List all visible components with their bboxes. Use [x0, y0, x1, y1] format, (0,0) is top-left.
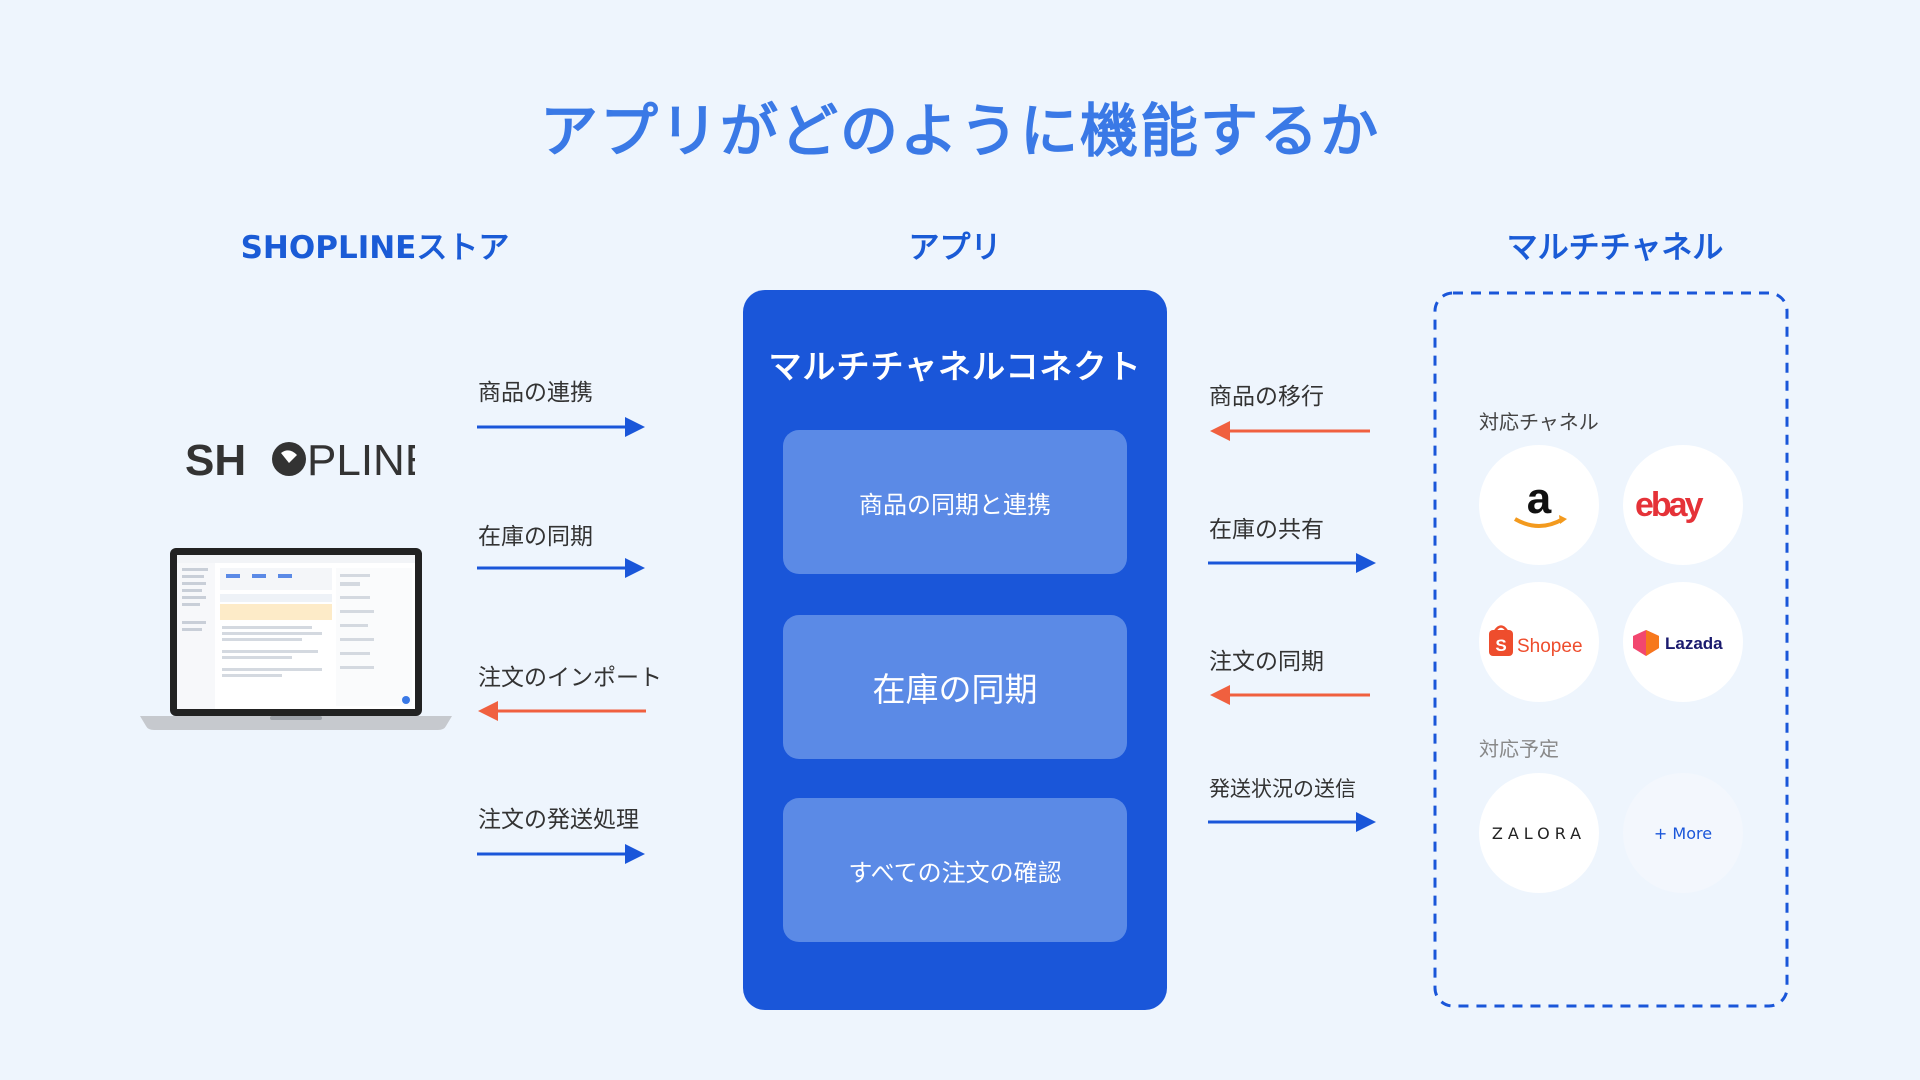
multichannel-column-heading: マルチチャネル [1506, 230, 1724, 266]
svg-text:Lazada: Lazada [1665, 634, 1723, 653]
arrow-right-blue-1 [477, 412, 647, 442]
arrow-right-blue-4 [1208, 548, 1378, 578]
flow-label-shipping-status: 発送状況の送信 [1209, 777, 1356, 801]
feature-box-order-review: すべての注文の確認 [783, 798, 1127, 942]
ebay-logo-icon: ebay [1623, 445, 1743, 565]
flow-label-inventory-sync: 在庫の同期 [478, 524, 593, 550]
arrow-right-blue-3 [477, 839, 647, 869]
shopline-logo-text-right: PLINE [307, 436, 415, 483]
svg-text:S: S [1495, 636, 1506, 655]
feature-box-product-sync: 商品の同期と連携 [783, 430, 1127, 574]
supported-channels-label: 対応チャネル [1479, 410, 1599, 434]
app-column-heading: アプリ [908, 230, 1002, 266]
svg-text:a: a [1527, 475, 1552, 523]
svg-text:ebay: ebay [1635, 486, 1704, 524]
app-panel-title: マルチチャネルコネクト [768, 347, 1142, 386]
shopline-logo: SH PLINE [185, 433, 415, 483]
zalora-logo-text: ZALORA [1491, 823, 1587, 843]
flow-label-order-shipping: 注文の発送処理 [478, 807, 639, 833]
planned-channels-label: 対応予定 [1479, 737, 1559, 761]
arrow-right-blue-2 [477, 553, 647, 583]
channels-dashed-box [1433, 291, 1789, 1008]
feature-box-inventory-sync: 在庫の同期 [783, 615, 1127, 759]
more-channels-icon: + More [1623, 773, 1743, 893]
arrow-left-orange-2 [1208, 416, 1378, 446]
zalora-logo-icon: ZALORA [1479, 773, 1599, 893]
laptop-screenshot [140, 546, 452, 731]
flow-label-order-import: 注文のインポート [478, 665, 662, 691]
svg-text:Shopee: Shopee [1517, 636, 1583, 657]
arrow-left-orange-3 [1208, 680, 1378, 710]
shopline-logo-bird-icon [281, 450, 297, 463]
flow-label-inventory-share: 在庫の共有 [1209, 517, 1324, 543]
amazon-logo-icon: a [1479, 445, 1599, 565]
flow-label-order-sync: 注文の同期 [1209, 649, 1324, 675]
more-channels-text: + More [1653, 823, 1713, 843]
shopline-logo-text-left: SH [185, 436, 246, 483]
lazada-logo-icon: Lazada [1623, 582, 1743, 702]
page-title: アプリがどのように機能するか [539, 97, 1380, 165]
flow-label-product-link: 商品の連携 [478, 380, 593, 406]
app-panel: マルチチャネルコネクト 商品の同期と連携 在庫の同期 すべての注文の確認 [743, 290, 1167, 1010]
shopee-logo-icon: S Shopee [1479, 582, 1599, 702]
arrow-right-blue-5 [1208, 807, 1378, 837]
arrow-left-orange-1 [476, 696, 646, 726]
store-column-heading: SHOPLINEストア [240, 230, 510, 266]
flow-label-product-migration: 商品の移行 [1209, 384, 1324, 410]
